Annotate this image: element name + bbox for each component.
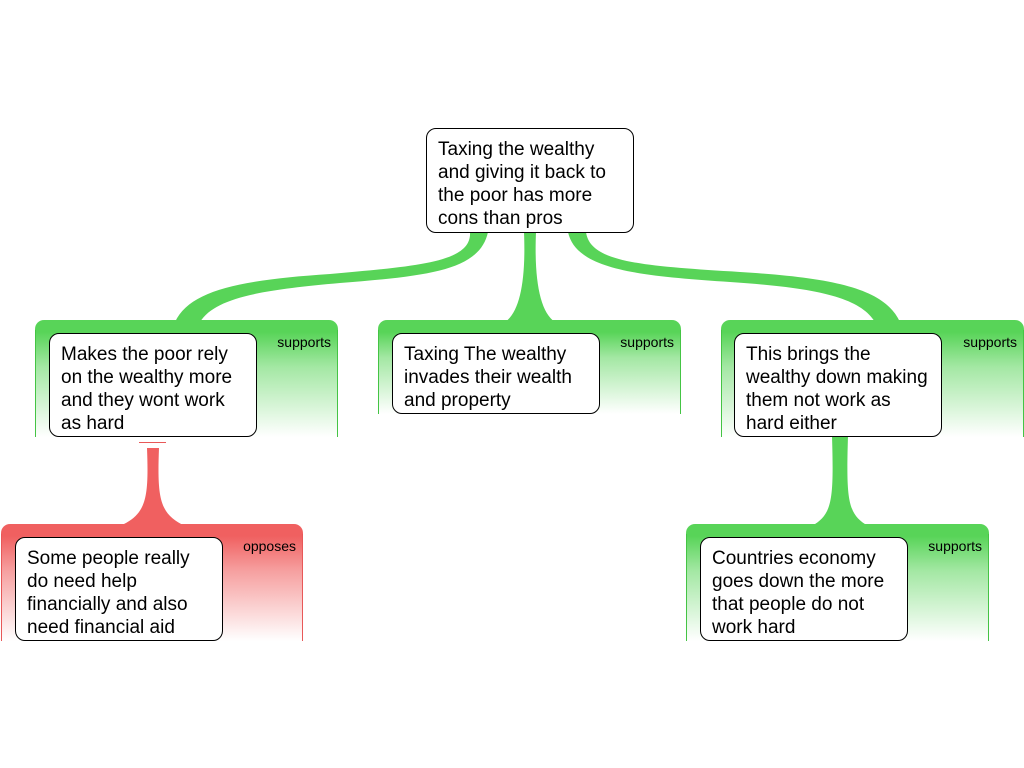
relation-label: opposes: [243, 538, 296, 554]
support-connector: [568, 232, 900, 322]
relation-label: supports: [620, 334, 674, 350]
relation-label: supports: [928, 538, 982, 554]
objection-node[interactable]: Some people really do need help financia…: [15, 537, 223, 641]
relation-label: supports: [277, 334, 331, 350]
contention-node[interactable]: Taxing the wealthy and giving it back to…: [426, 128, 634, 233]
oppose-stopper: [139, 442, 166, 443]
oppose-connector: [120, 448, 185, 526]
support-connector: [175, 232, 488, 322]
relation-label: supports: [963, 334, 1017, 350]
premise-node[interactable]: Makes the poor rely on the wealthy more …: [49, 333, 257, 437]
premise-node[interactable]: Taxing The wealthy invades their wealth …: [392, 333, 600, 414]
support-connector: [505, 232, 555, 322]
premise-node[interactable]: This brings the wealthy down making them…: [734, 333, 942, 437]
premise-node[interactable]: Countries economy goes down the more tha…: [700, 537, 908, 641]
support-connector: [812, 436, 868, 526]
